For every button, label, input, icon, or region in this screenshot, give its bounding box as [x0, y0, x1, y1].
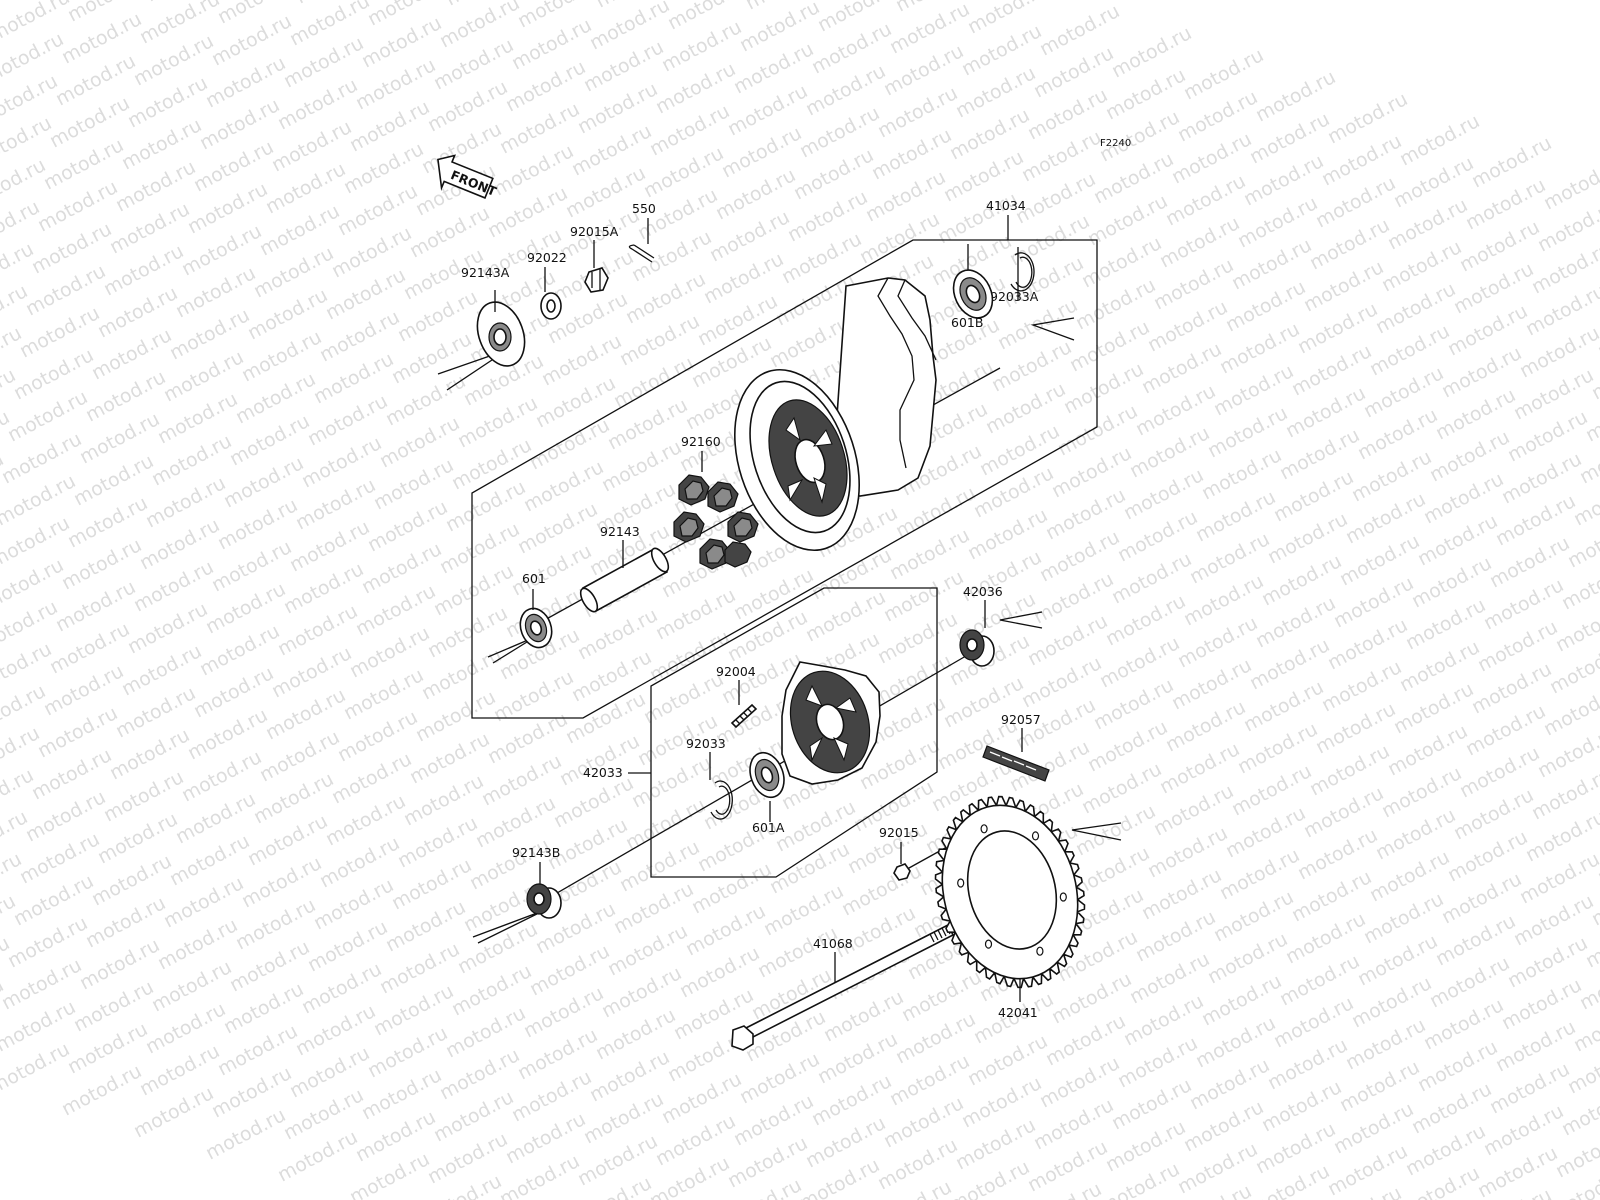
part-601: 601 [519, 571, 553, 649]
label-42036: 42036 [963, 584, 1003, 599]
label-92004: 92004 [716, 664, 756, 679]
label-92022: 92022 [527, 250, 567, 265]
label-42033: 42033 [583, 765, 623, 780]
hub-group-frame [471, 239, 1098, 719]
label-92015A: 92015A [570, 224, 619, 239]
part-92015: 92015 [879, 825, 919, 881]
part-42036: 42036 [959, 584, 1003, 667]
part-92160: 92160 [673, 434, 759, 570]
coupling-group-frame [650, 587, 938, 878]
sprocket-bolt-hole [1059, 892, 1067, 902]
sprocket-bolt-hole [1031, 831, 1040, 841]
label-92033: 92033 [686, 736, 726, 751]
part-92004: 92004 [716, 664, 758, 729]
label-92015: 92015 [879, 825, 919, 840]
front-arrow-icon: FRONT [437, 154, 499, 199]
label-41034: 41034 [986, 198, 1026, 213]
label-92143B: 92143B [512, 845, 560, 860]
part-92143B: 92143B [512, 845, 562, 919]
part-601A: 601A [749, 751, 785, 835]
label-601: 601 [522, 571, 546, 586]
label-92143: 92143 [600, 524, 640, 539]
part-92033A: 92033A [990, 247, 1039, 304]
part-42033-coupling: 42033 [583, 661, 881, 785]
part-92057: 92057 [982, 712, 1050, 782]
part-92033: 92033 [686, 736, 733, 820]
label-41068: 41068 [813, 936, 853, 951]
sprocket-bolt-hole [957, 878, 965, 888]
part-92015A: 92015A [570, 224, 619, 293]
label-601B: 601B [951, 315, 983, 330]
label-92160: 92160 [681, 434, 721, 449]
sprocket-bolt-hole [984, 939, 993, 949]
part-41034-hub [734, 277, 937, 552]
part-92143: 92143 [579, 524, 670, 613]
part-92143A: 92143A [461, 265, 526, 367]
part-550: 550 [628, 201, 656, 263]
label-92033A: 92033A [990, 289, 1039, 304]
label-42041: 42041 [998, 1005, 1038, 1020]
part-92022: 92022 [527, 250, 567, 320]
label-601A: 601A [752, 820, 785, 835]
part-41068: 41068 [731, 923, 955, 1051]
label-92143A: 92143A [461, 265, 510, 280]
sprocket-bolt-hole [980, 824, 988, 834]
label-92057: 92057 [1001, 712, 1041, 727]
part-42041: 42041 [934, 795, 1086, 1020]
label-550: 550 [632, 201, 656, 216]
sprocket-bolt-hole [1036, 946, 1044, 956]
part-601B: 601B [951, 244, 994, 330]
diagram-code: F2240 [1100, 138, 1131, 149]
